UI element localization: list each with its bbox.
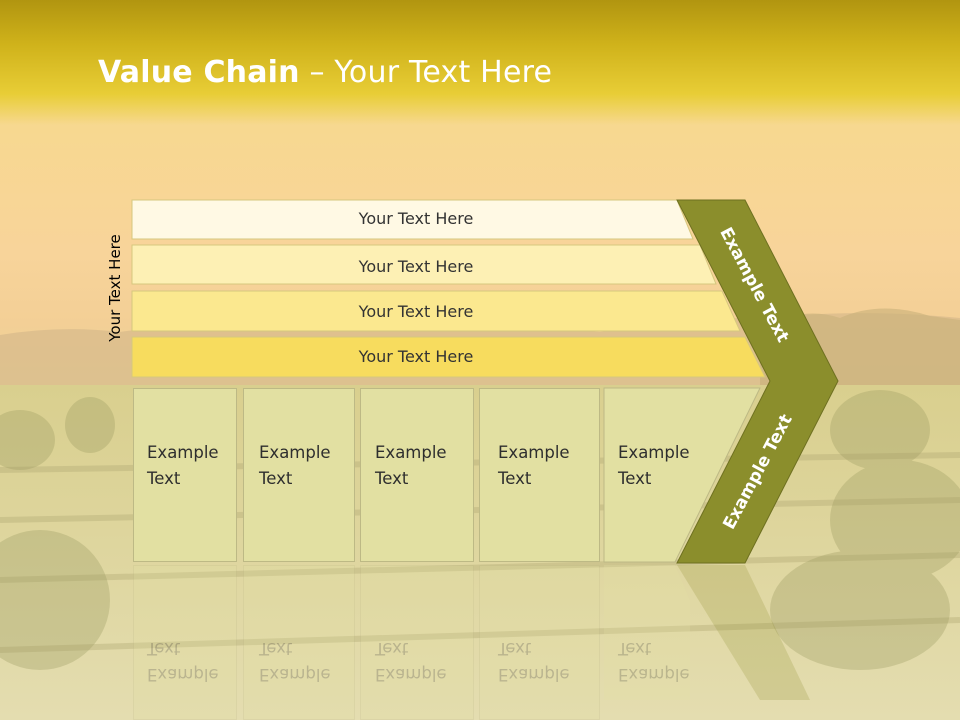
title-band: [0, 0, 960, 125]
box-1[interactable]: [133, 388, 237, 562]
box-4-line2: Text: [498, 469, 532, 488]
box-2-reflection-line1: Example: [259, 665, 331, 684]
box-5-reflection-line1: Example: [618, 665, 690, 684]
title-rest-part: – Your Text Here: [299, 55, 553, 90]
box-4[interactable]: [479, 388, 600, 562]
box-5-line1: Example: [618, 443, 690, 462]
box-3[interactable]: [360, 388, 474, 562]
box-1-reflection-line1: Example: [147, 665, 219, 684]
box-1-line1: Example: [147, 443, 219, 462]
chevron-reflection: [677, 565, 810, 700]
bar-1[interactable]: [131, 199, 694, 240]
box-5-shape[interactable]: [603, 387, 761, 563]
box-3-reflection-line1: Example: [375, 665, 447, 684]
title-bold-part: Value Chain: [98, 55, 300, 90]
box-2[interactable]: [243, 388, 355, 562]
bar-3[interactable]: [131, 290, 741, 332]
box-1-reflection-line2: Text: [147, 639, 181, 658]
box-2-reflection-line2: Text: [259, 639, 293, 658]
box-4-reflection-line2: Text: [498, 639, 532, 658]
box-4-line1: Example: [498, 443, 570, 462]
box-5-reflection: [604, 565, 690, 700]
bar-2[interactable]: [131, 244, 717, 285]
bar-2-label: Your Text Here: [358, 257, 474, 276]
box-2-line1: Example: [259, 443, 331, 462]
box-5-reflection-line2: Text: [618, 639, 652, 658]
box-3-reflection-line2: Text: [375, 639, 409, 658]
bar-4-label: Your Text Here: [358, 347, 474, 366]
box-5-line2: Text: [618, 469, 652, 488]
box-4-reflection-line1: Example: [498, 665, 570, 684]
bar-3-label: Your Text Here: [358, 302, 474, 321]
chevron-arrow[interactable]: [676, 199, 839, 564]
bar-4[interactable]: [131, 336, 766, 378]
box-3-line1: Example: [375, 443, 447, 462]
slide-title: Value Chain – Your Text Here: [98, 55, 552, 90]
box-3-line2: Text: [375, 469, 409, 488]
box-1-line2: Text: [147, 469, 181, 488]
boxes-reflection: Example Text Example Text Example Text Exam…: [0, 565, 960, 720]
bar-1-label: Your Text Here: [358, 209, 474, 228]
box-2-line2: Text: [259, 469, 293, 488]
